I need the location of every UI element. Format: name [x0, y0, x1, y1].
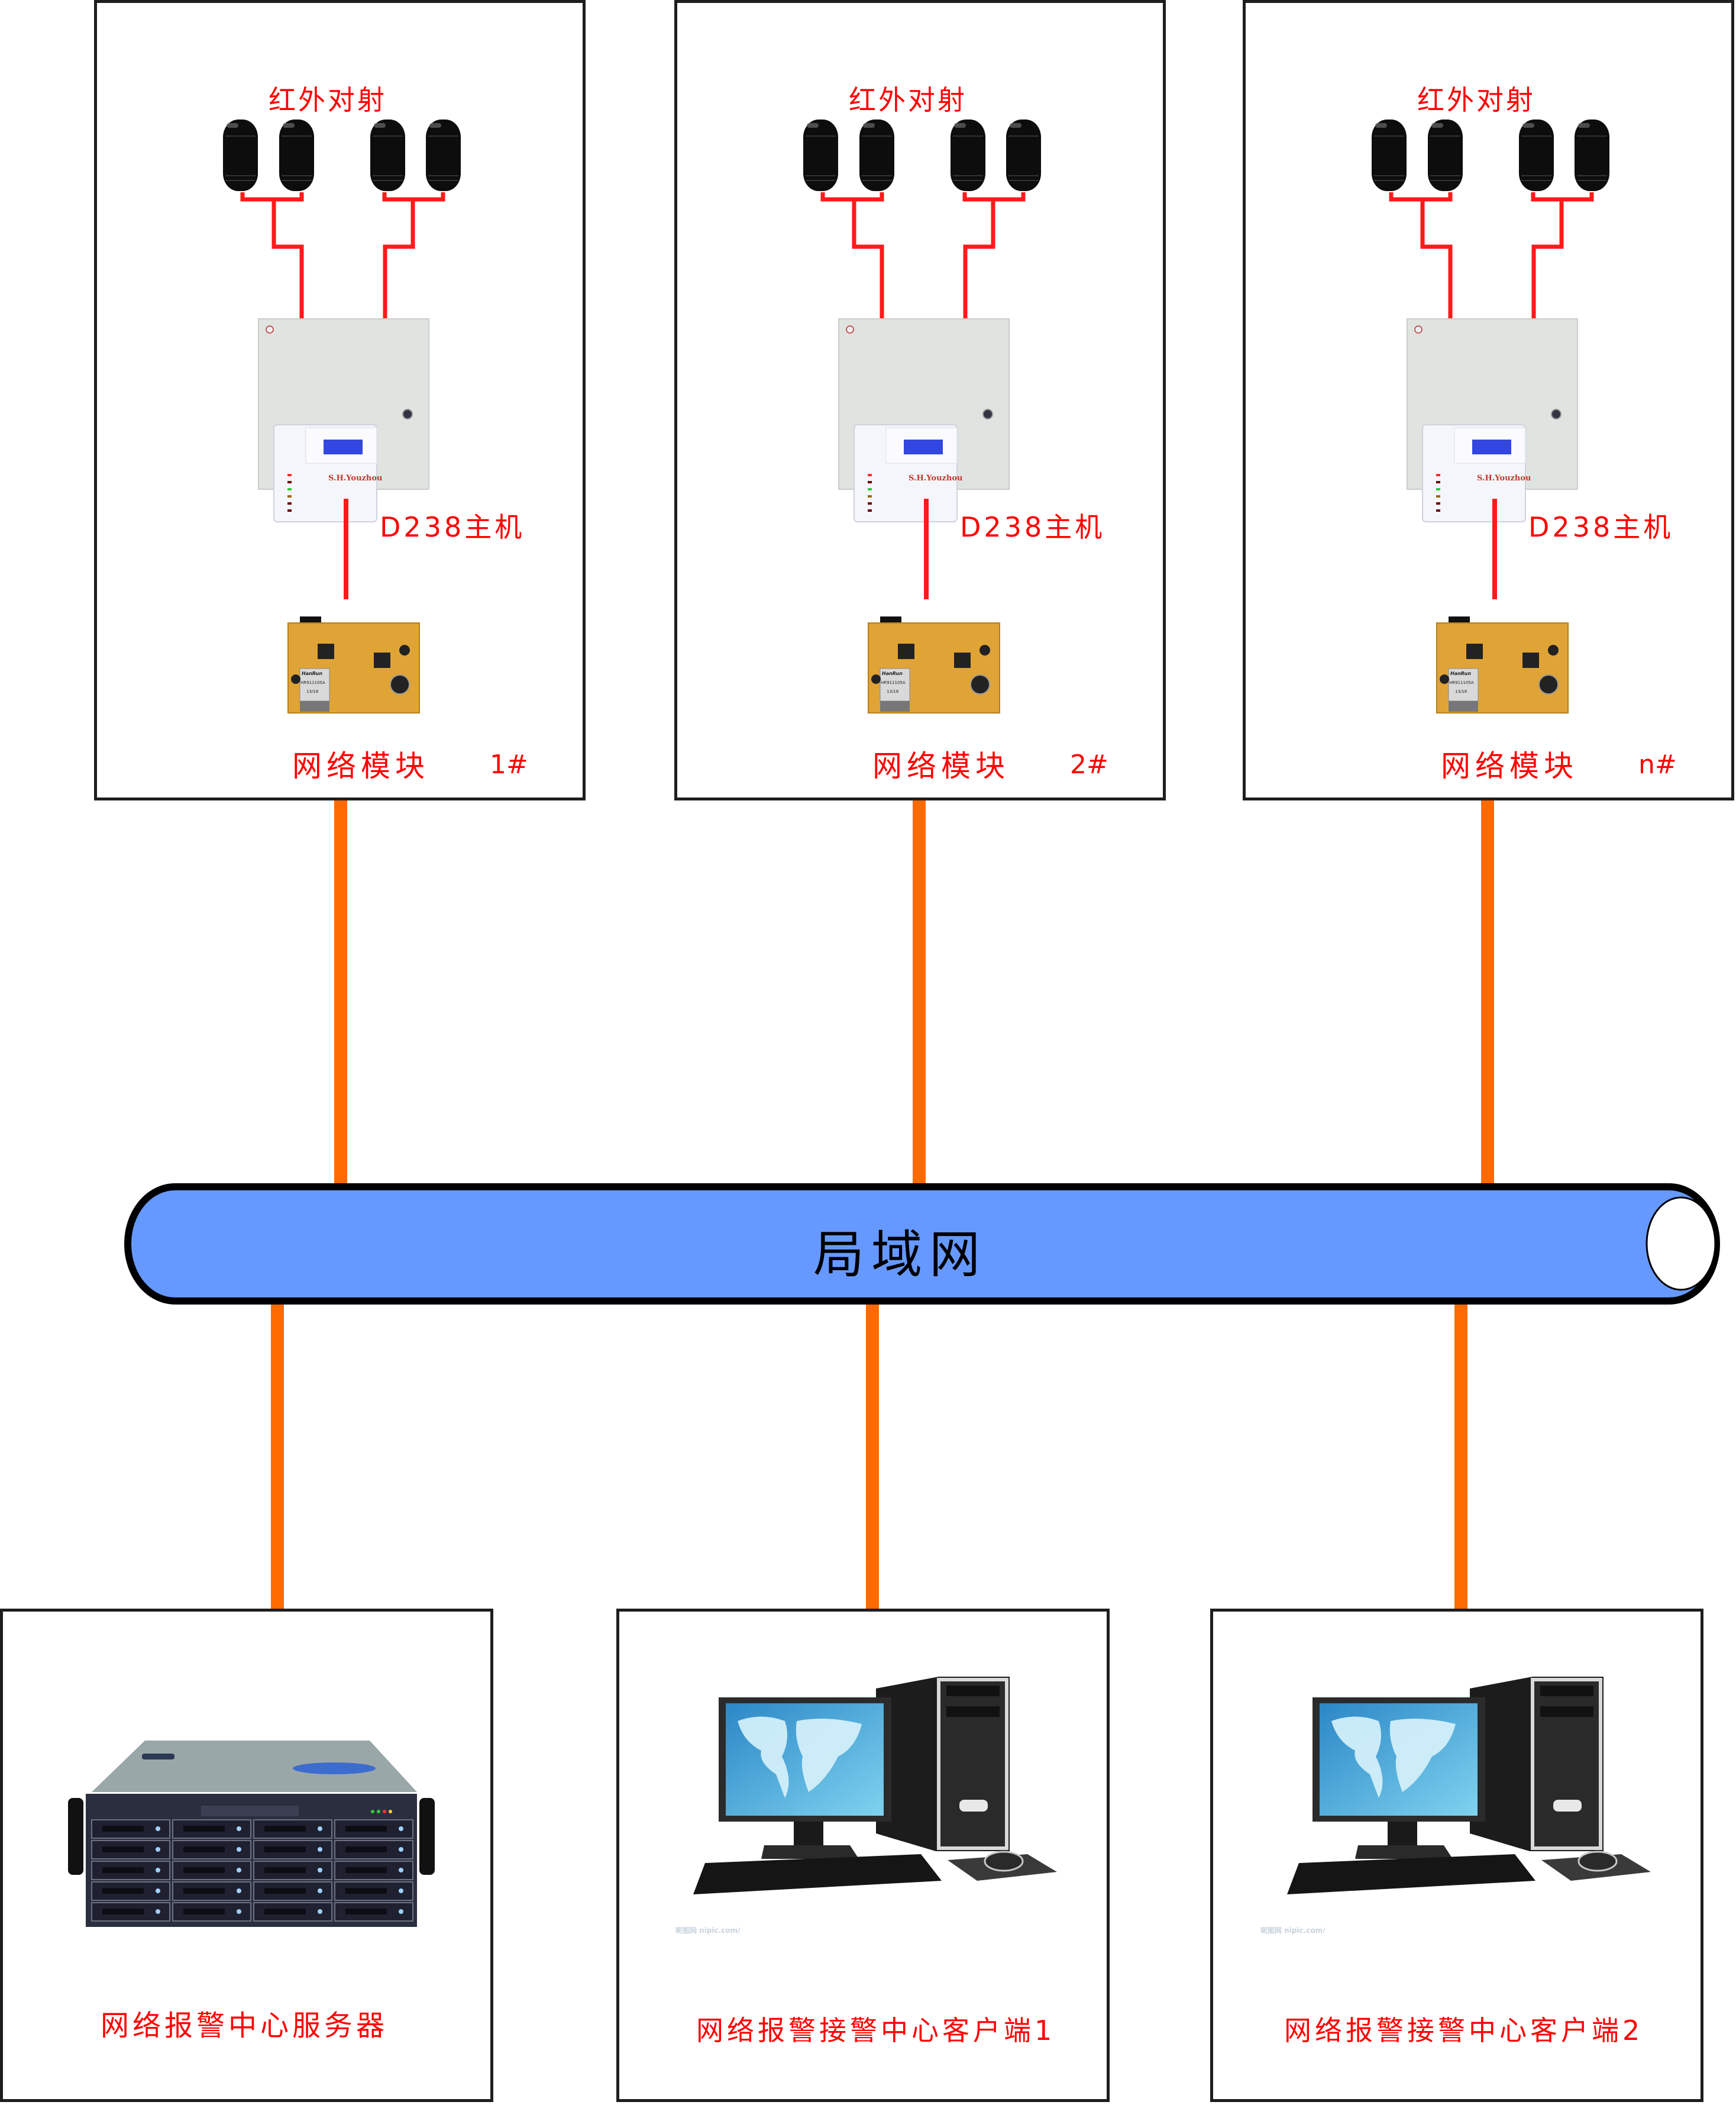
sensor-wire-left-trunk — [1420, 199, 1453, 319]
network-module-board-icon — [868, 616, 1000, 713]
client2-box: 昵图网 nipic.com/网络报警接警中心客户端2 — [1210, 1609, 1703, 2102]
link-lan-to-client1 — [866, 1305, 879, 1609]
server-box: 网络报警中心服务器 — [0, 1609, 493, 2102]
infrared-beam-sensor-icon — [951, 120, 985, 191]
module-brand-label: HanRun — [1450, 671, 1471, 676]
lan-label: 局域网 — [813, 1225, 987, 1284]
pc-monitor-stand — [761, 1845, 859, 1859]
sensor-wire-right-trunk — [1531, 199, 1564, 319]
host-brand-label: S.H.Youzhou — [1477, 474, 1531, 483]
infrared-beam-sensor-icon — [859, 120, 894, 191]
client-label: 网络报警接警中心客户端2 — [1284, 2014, 1644, 2046]
link-lan-to-client2 — [1454, 1305, 1467, 1609]
module-part-label: HR911105A — [300, 680, 325, 685]
host-label: D238主机 — [1528, 511, 1674, 543]
client-label: 网络报警接警中心客户端1 — [696, 2014, 1056, 2046]
pc-tower-front — [1531, 1678, 1602, 1850]
site-diagram — [803, 120, 1041, 713]
server-drive-bays — [91, 1819, 413, 1922]
server-label: 网络报警中心服务器 — [101, 2009, 389, 2042]
site-number: 1# — [490, 750, 528, 780]
lan-bus-shape — [124, 1183, 1720, 1305]
pc-monitor-stand — [1355, 1845, 1453, 1859]
module-brand-label: HanRun — [882, 671, 903, 676]
sensor-group-label: 红外对射 — [1417, 84, 1535, 116]
sensor-wire-left-bracket — [1389, 192, 1453, 202]
sensor-wire-left-trunk — [852, 199, 884, 319]
lan-bus-pipe-end — [1646, 1196, 1716, 1291]
sensor-wire-right-trunk — [963, 199, 995, 319]
sensor-wire-left-bracket — [820, 192, 884, 202]
server-icon — [68, 1741, 435, 1927]
infrared-beam-sensor-icon — [223, 120, 258, 191]
client1-box: 昵图网 nipic.com/网络报警接警中心客户端1 — [616, 1609, 1110, 2102]
server-lid — [92, 1741, 417, 1792]
pc-mouse — [984, 1851, 1024, 1872]
sensor-group-label: 红外对射 — [269, 84, 387, 116]
sensor-wire-right-bracket — [962, 192, 1026, 202]
infrared-beam-sensor-icon — [1575, 120, 1609, 191]
infrared-beam-sensor-icon — [1372, 120, 1407, 191]
infrared-beam-sensor-icon — [1519, 120, 1554, 191]
workstation-computer-icon — [693, 1677, 1057, 1894]
link-siten-to-lan — [1481, 800, 1494, 1188]
module-brand-label: HanRun — [302, 671, 322, 676]
network-module-board-icon — [287, 616, 420, 713]
sensor-wire-right-bracket — [1531, 192, 1594, 202]
pc-keyboard — [1287, 1854, 1535, 1894]
link-lan-to-server — [271, 1305, 284, 1609]
module-date-label: 13/18 — [887, 689, 899, 694]
pc-screen-world-map — [1331, 1716, 1456, 1798]
watermark-text: 昵图网 nipic.com/ — [1260, 1926, 1326, 1935]
pc-screen-world-map — [738, 1716, 862, 1798]
site-diagram — [1372, 120, 1609, 713]
alarm-host-d238-icon — [1407, 318, 1578, 522]
server-lid-badge — [142, 1754, 174, 1759]
pc-mouse — [1577, 1851, 1618, 1872]
host-brand-label: S.H.Youzhou — [909, 474, 963, 483]
site-number: 2# — [1070, 750, 1108, 780]
alarm-host-d238-icon — [258, 318, 429, 522]
link-site1-to-lan — [334, 800, 347, 1188]
sensor-wire-left-bracket — [240, 192, 304, 202]
pc-keyboard — [693, 1854, 942, 1894]
module-label: 网络模块 — [292, 749, 429, 783]
module-part-label: HR911105A — [881, 680, 906, 685]
infrared-beam-sensor-icon — [370, 120, 405, 191]
server-handle-left — [68, 1798, 83, 1875]
host-label: D238主机 — [380, 511, 525, 543]
lan-bus: 局域网 — [124, 1183, 1721, 1305]
lan-bus-pipe — [124, 1183, 1720, 1305]
host-brand-label: S.H.Youzhou — [328, 474, 383, 483]
link-site2-to-lan — [913, 800, 926, 1188]
sensor-wire-right-trunk — [383, 199, 415, 319]
module-label: 网络模块 — [872, 749, 1010, 783]
infrared-beam-sensor-icon — [279, 120, 314, 191]
network-module-board-icon — [1436, 616, 1569, 713]
infrared-beam-sensor-icon — [426, 120, 461, 191]
sensor-wire-right-bracket — [382, 192, 445, 202]
module-part-label: HR911105A — [1449, 680, 1474, 685]
site-number: n# — [1638, 750, 1677, 780]
server-panel-slot — [201, 1806, 299, 1816]
site-diagram — [223, 120, 461, 713]
workstation-computer-icon — [1287, 1677, 1651, 1894]
server-lid-logo — [293, 1762, 376, 1774]
infrared-beam-sensor-icon — [1428, 120, 1463, 191]
sensor-wire-left-trunk — [271, 199, 304, 319]
host-label: D238主机 — [960, 511, 1105, 543]
module-date-label: 13/18 — [1455, 689, 1467, 694]
infrared-beam-sensor-icon — [1006, 120, 1041, 191]
pc-tower-front — [937, 1678, 1008, 1850]
server-handle-right — [419, 1798, 435, 1875]
module-label: 网络模块 — [1441, 749, 1578, 783]
module-date-label: 13/18 — [306, 689, 319, 694]
infrared-beam-sensor-icon — [803, 120, 838, 191]
alarm-host-d238-icon — [838, 318, 1010, 522]
watermark-text: 昵图网 nipic.com/ — [675, 1926, 741, 1935]
sensor-group-label: 红外对射 — [849, 84, 967, 116]
